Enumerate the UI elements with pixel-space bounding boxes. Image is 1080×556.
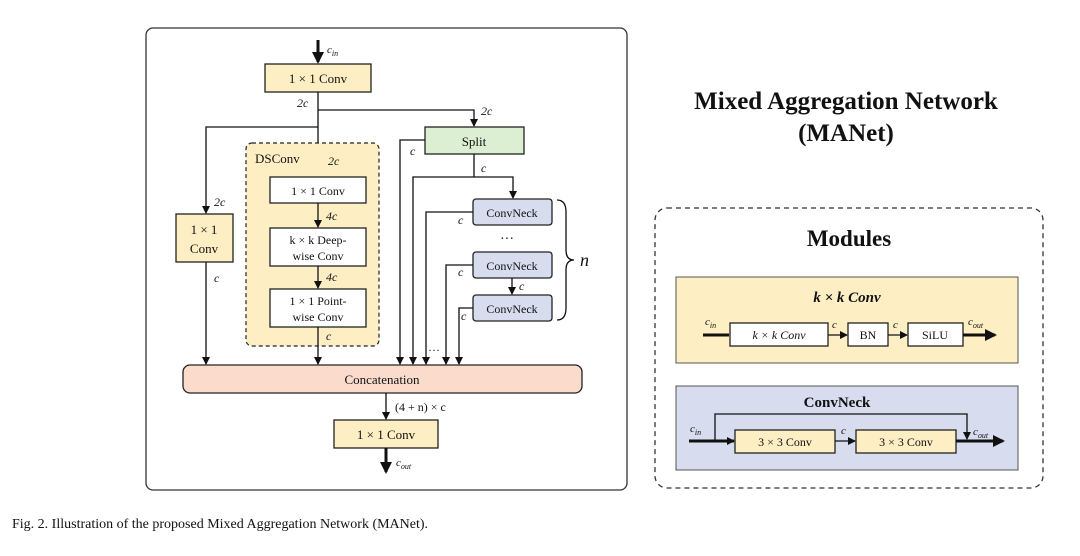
manet-title-line2: (MANet) — [798, 120, 894, 147]
branch1-out-label: c — [214, 271, 220, 285]
split-label: Split — [462, 134, 487, 149]
split-left-label: c — [410, 144, 416, 158]
kconv-module-title: k × k Conv — [813, 290, 881, 306]
dsconv-box2-line1: k × k Deep- — [289, 233, 346, 247]
split-left-line — [396, 139, 425, 365]
split-2c-right-label: 2c — [481, 104, 493, 118]
convneck1-out-line — [422, 211, 473, 365]
branch1-line2: Conv — [190, 241, 219, 256]
convneck-in-label: cin — [690, 423, 701, 437]
conv-bottom-label: 1 × 1 Conv — [357, 427, 416, 442]
dsconv-mid2-label: 4c — [326, 270, 338, 284]
dsconv-box3-line2: wise Conv — [293, 310, 344, 324]
convneck-label-2: ConvNeck — [486, 259, 537, 273]
concat-dots: ··· — [428, 343, 440, 357]
convneck-dots: ··· — [500, 232, 514, 247]
dsconv-box1-label: 1 × 1 Conv — [291, 184, 345, 198]
output-label: cout — [396, 457, 412, 471]
kconv-c2: c — [893, 319, 898, 331]
main-frame — [145, 27, 628, 491]
convneck-c-label-2: c — [458, 265, 464, 279]
dsconv-box3 — [269, 288, 367, 328]
convneck-label-1: ConvNeck — [486, 206, 537, 220]
kconv-box3-label: SiLU — [922, 328, 948, 342]
convneck-label-3: ConvNeck — [486, 302, 537, 316]
convneck-module-title: ConvNeck — [804, 395, 871, 411]
line-to-split — [318, 109, 478, 127]
manet-title: Mixed Aggregation Network (MANet) — [660, 86, 1032, 150]
dsconv-mid1-label: 4c — [326, 209, 338, 223]
dsconv-box2 — [269, 227, 367, 267]
concat-out-label: (4 + n) × c — [395, 400, 446, 414]
split-2c-left-label: 2c — [297, 96, 309, 110]
kconv-in-label: cin — [705, 316, 716, 330]
branch1-conv-box — [175, 213, 234, 263]
dsconv-in-label: 2c — [328, 154, 340, 168]
convneck-box1-label: 3 × 3 Conv — [758, 435, 812, 449]
convneck-box2-label: 3 × 3 Conv — [879, 435, 933, 449]
convneck-c-label-3: c — [519, 279, 525, 293]
convneck-c1: c — [841, 425, 846, 437]
conv-top-label: 1 × 1 Conv — [289, 71, 348, 86]
input-label: cin — [327, 44, 338, 58]
convneck-c-label-1: c — [458, 213, 464, 227]
branch1-line1: 1 × 1 — [191, 222, 218, 237]
branch1-in-label: 2c — [214, 195, 226, 209]
split-down-label: c — [481, 161, 487, 175]
modules-title: Modules — [806, 226, 892, 251]
line-to-convneck1 — [474, 176, 517, 199]
conv-top-box — [264, 63, 372, 93]
kconv-box1-label: k × k Conv — [752, 328, 806, 342]
concat-box — [182, 364, 583, 394]
split-mid-to-concat — [409, 176, 474, 365]
convneck-c-label-4: c — [461, 309, 467, 323]
manet-title-line1: Mixed Aggregation Network — [694, 88, 998, 115]
convneck-skip-line — [714, 413, 971, 441]
kconv-box2-label: BN — [860, 328, 877, 342]
dsconv-out-label: c — [326, 329, 332, 343]
n-brace — [556, 199, 575, 321]
kconv-c1: c — [832, 319, 837, 331]
dsconv-box3-line1: 1 × 1 Point- — [289, 294, 346, 308]
line-to-branch1 — [202, 126, 318, 214]
dsconv-box2-line2: wise Conv — [293, 249, 344, 263]
convneck-module-box — [675, 385, 1019, 471]
modules-frame — [654, 207, 1044, 489]
concat-label: Concatenation — [344, 372, 420, 387]
dsconv-title: DSConv — [255, 151, 300, 166]
convneck2-out-line — [442, 264, 473, 365]
kconv-module-box — [675, 276, 1019, 364]
figure-caption: Fig. 2. Illustration of the proposed Mix… — [12, 517, 429, 532]
convneck3-out-line — [455, 307, 473, 365]
n-label: n — [580, 250, 589, 270]
